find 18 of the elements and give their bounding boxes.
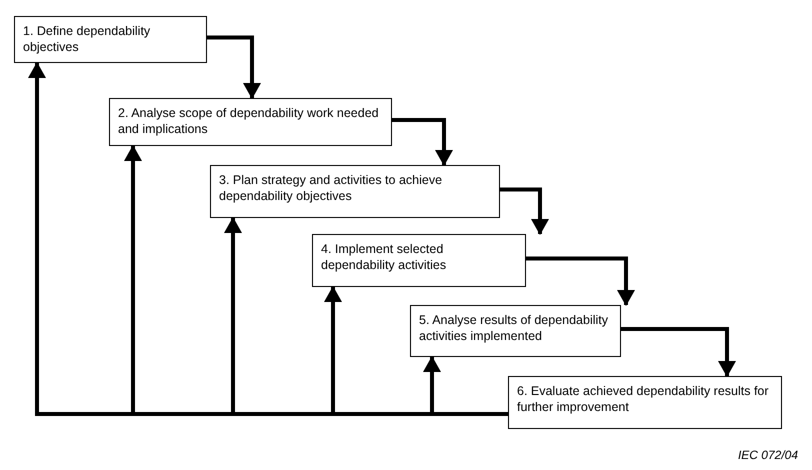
process-box — [109, 98, 392, 146]
process-box — [210, 165, 500, 218]
step-text: 2. Analyse scope of dependability work needed and implications — [118, 105, 380, 137]
step-text: 1. Define dependability objectives — [23, 23, 152, 55]
step-text: 5. Analyse results of dependability activities implemented — [419, 312, 610, 344]
arrow — [392, 118, 453, 166]
figure-reference: IEC 072/04 — [738, 448, 798, 462]
process-box — [410, 305, 621, 357]
arrow — [207, 36, 261, 99]
process-box — [14, 16, 207, 63]
step-text: 3. Plan strategy and activities to achieve dependability objectives — [219, 172, 444, 204]
arrow — [526, 256, 635, 306]
step-text: 6. Evaluate achieved dependability results for further improvement — [517, 383, 770, 415]
arrow — [500, 188, 549, 235]
step-text: 4. Implement selected dependability activities — [321, 241, 448, 273]
arrow — [621, 327, 736, 377]
process-box — [312, 234, 526, 287]
process-box — [508, 376, 782, 429]
